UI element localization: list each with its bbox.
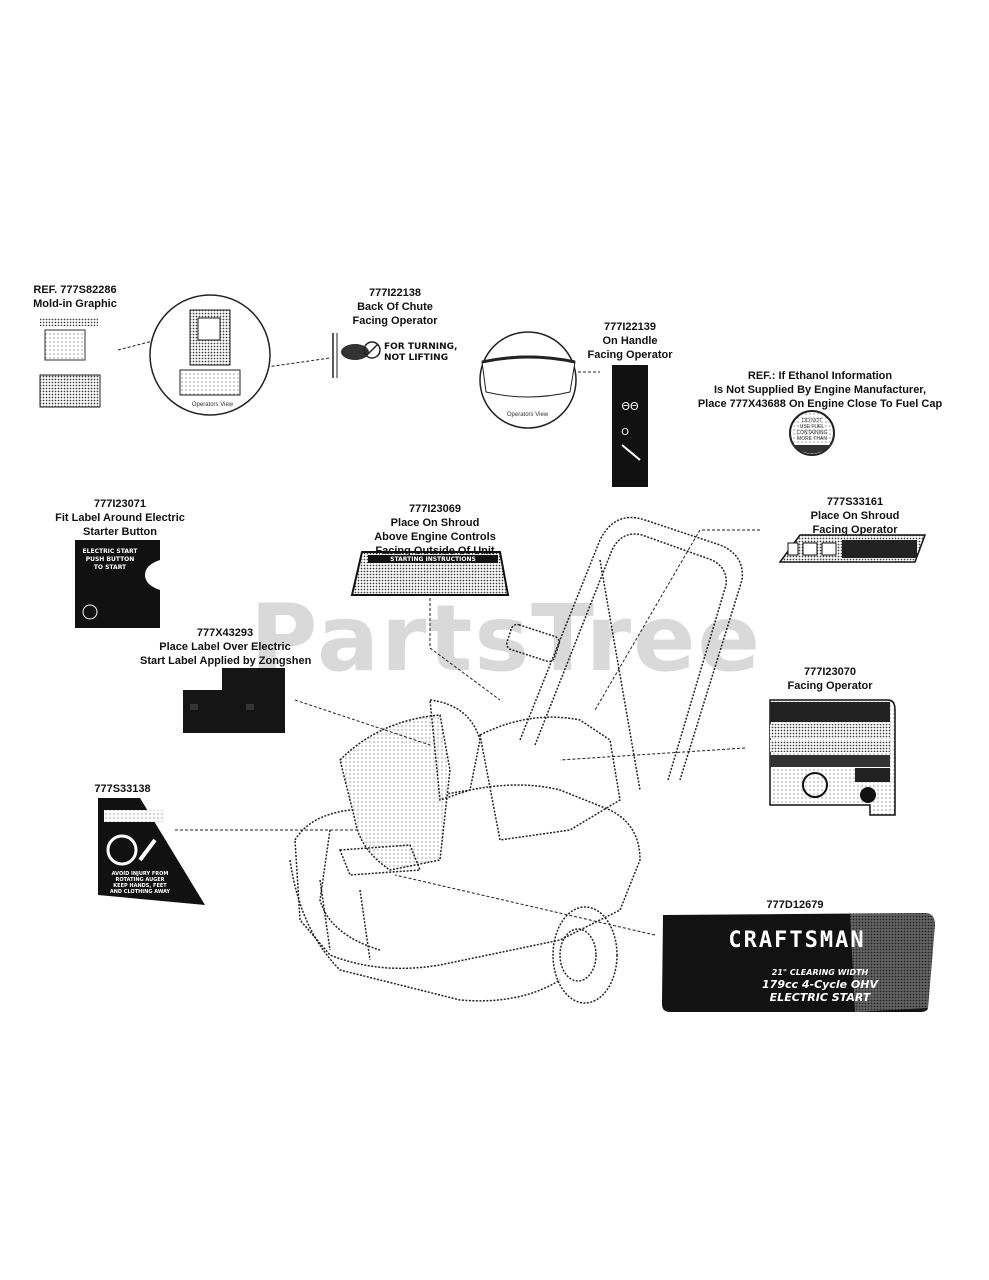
starting-instructions-text: STARTING INSTRUCTIONS [390,556,476,563]
caption-shroud-controls: 777I23069 Place On Shroud Above Engine C… [374,503,496,557]
caption-facing-operator: 777I23070 Facing Operator [787,666,873,692]
caption-handle: 777I22139 On Handle Facing Operator [587,321,673,361]
electric-start-label [75,540,160,628]
facing-operator-label [769,699,896,816]
caption-over-electric: 777X43293 Place Label Over Electric Star… [140,627,312,667]
svg-text:O: O [621,427,629,438]
caption-chute: 777I22138 Back Of Chute Facing Operator [352,287,438,327]
caption-shroud-operator: 777S33161 Place On Shroud Facing Operato… [810,496,900,536]
craftsman-decal [662,913,935,1012]
handle-view-circle [479,331,577,429]
ethanol-badge-text: DO NOT USE FUEL CONTAINING MORE THAN [796,418,828,442]
mold-in-graphic [39,318,101,408]
caption-decal: 777D12679 [766,899,824,911]
starting-instructions-label [350,551,510,596]
chute-view-circle [149,294,271,416]
view-label-left: Operators View [191,402,234,408]
electric-button-label-text: ELECTRIC START PUSH BUTTON TO START [82,548,138,571]
decal-line1: 21" CLEARING WIDTH [771,968,869,977]
watermark: PartsTree [250,585,762,692]
for-turning-text: FOR TURNING, NOT LIFTING [384,342,458,363]
decal-line3: ELECTRIC START [769,991,871,1004]
caption-auger-warning: 777S33138 [94,783,151,795]
shroud-operator-label [778,534,927,563]
handle-label: ΘΘ O [612,365,648,487]
caption-electric-button: 777I23071 Fit Label Around Electric Star… [55,498,185,538]
caption-ethanol: REF.: If Ethanol Information Is Not Supp… [697,370,943,410]
view-label-right: Operators View [506,412,549,418]
over-electric-label [183,668,285,733]
caption-ref-mold: REF. 777S82286 Mold-in Graphic [33,284,117,310]
svg-text:ΘΘ: ΘΘ [621,400,639,413]
auger-warning-text: AVOID INJURY FROM ROTATING AUGER KEEP HA… [109,871,171,895]
auger-warning-label [98,798,205,905]
decal-brand: CRAFTSMAN [728,928,866,953]
decal-line2: 179cc 4-Cycle OHV [762,978,878,991]
ethanol-badge [789,410,835,456]
snowblower-drawing [289,516,744,1004]
for-turning-label [332,333,381,378]
